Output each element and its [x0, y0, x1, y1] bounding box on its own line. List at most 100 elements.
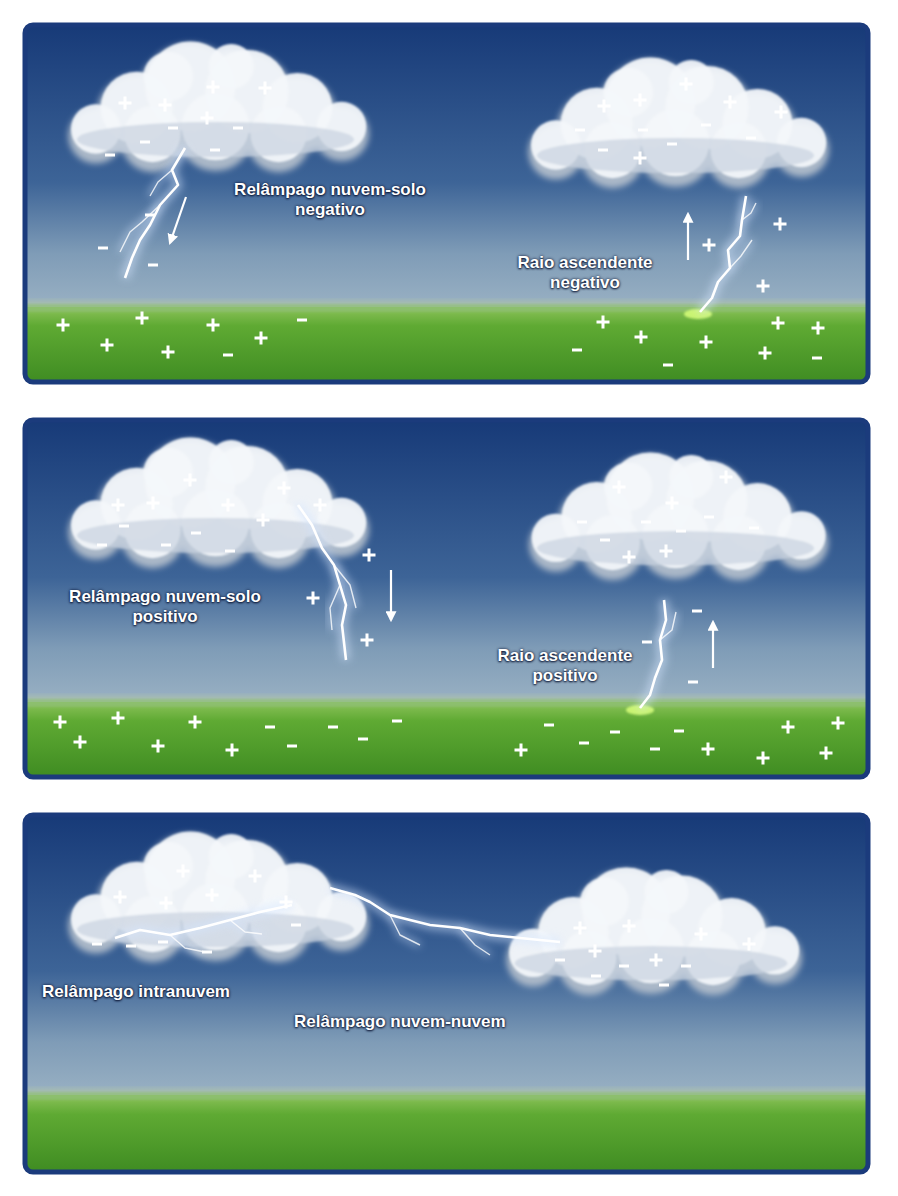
bolt-stroke — [330, 888, 560, 942]
positive-charge — [257, 514, 270, 527]
positive-charge — [314, 499, 327, 512]
cloud-body — [71, 832, 366, 953]
positive-charge — [589, 945, 602, 958]
bolt-glow — [640, 600, 666, 708]
negative-charge — [619, 965, 629, 968]
grass-ground — [25, 1095, 868, 1172]
positive-charge — [703, 239, 716, 252]
negative-charge — [575, 129, 585, 132]
bolt-stroke — [120, 205, 160, 252]
negative-charge — [591, 975, 601, 978]
cloud-body — [531, 58, 826, 179]
negative-charge — [577, 521, 587, 524]
positive-charge — [757, 280, 770, 293]
bolt-stroke — [460, 928, 490, 955]
positive-charge — [680, 78, 693, 91]
bolt-stroke — [230, 920, 262, 934]
cloud-puff — [669, 455, 713, 499]
positive-charge — [650, 954, 663, 967]
scene-content — [25, 815, 868, 1172]
horizon-line — [25, 699, 868, 707]
sky — [25, 25, 868, 311]
bolt-stroke — [115, 905, 292, 938]
negative-charge — [812, 357, 822, 360]
negative-charge — [161, 544, 171, 547]
negative-charge — [297, 319, 307, 322]
negative-charge — [265, 726, 275, 729]
cloud-puff — [144, 842, 194, 892]
positive-charge — [206, 889, 219, 902]
bolt-stroke — [660, 612, 676, 640]
positive-charge — [634, 152, 647, 165]
scene-panel — [15, 815, 878, 1172]
direction-arrow — [390, 570, 392, 620]
positive-charge — [772, 317, 785, 330]
direction-arrow — [170, 197, 186, 243]
sky — [25, 815, 868, 1099]
positive-charge — [757, 752, 770, 765]
positive-charge — [363, 549, 376, 562]
positive-charge — [177, 865, 190, 878]
bolt-glow — [170, 935, 205, 952]
bolt-glow — [120, 205, 160, 252]
bolt-glow — [150, 170, 172, 196]
type-label: Relâmpago nuvem-solo negativo — [215, 180, 445, 221]
positive-charge — [101, 339, 114, 352]
cloud-base — [515, 946, 788, 980]
cloud — [528, 58, 829, 189]
positive-charge — [720, 471, 733, 484]
lightning-bolt — [298, 505, 356, 660]
positive-charge — [54, 716, 67, 729]
cloud-base — [77, 912, 354, 947]
positive-charge — [820, 747, 833, 760]
lightning-bolt — [120, 148, 185, 278]
positive-charge — [222, 499, 235, 512]
negative-charge — [168, 127, 178, 130]
cloud-puff — [209, 440, 254, 485]
grass-ground — [25, 307, 868, 382]
negative-charge — [148, 264, 158, 267]
negative-charge — [600, 539, 610, 542]
negative-charge — [97, 544, 107, 547]
negative-charge — [572, 349, 582, 352]
positive-charge — [74, 736, 87, 749]
scene-content — [25, 25, 868, 382]
positive-charge — [207, 319, 220, 332]
positive-charge — [635, 331, 648, 344]
type-label: Raio ascendente negativo — [505, 253, 665, 294]
cloud-shade — [529, 455, 828, 581]
cloud-shade — [506, 870, 801, 996]
type-label: Raio ascendente positivo — [485, 646, 645, 687]
bolt-stroke — [298, 505, 346, 660]
cloud-puff — [645, 870, 689, 914]
cloud-puff — [604, 68, 654, 118]
positive-charge — [112, 712, 125, 725]
cloud-puff — [209, 834, 254, 879]
positive-charge — [623, 920, 636, 933]
type-label: Relâmpago intranuvem — [42, 982, 230, 1002]
positive-charge — [57, 319, 70, 332]
positive-charge — [226, 744, 239, 757]
bolt-glow — [700, 196, 746, 312]
scene-panel — [15, 25, 878, 382]
cloud — [506, 867, 801, 995]
negative-charge — [579, 742, 589, 745]
positive-charge — [189, 716, 202, 729]
positive-charge — [759, 347, 772, 360]
negative-charge — [145, 214, 155, 217]
positive-charge — [515, 744, 528, 757]
positive-charge — [660, 545, 673, 558]
negative-charge — [92, 943, 102, 946]
lightning-bolt — [640, 600, 676, 708]
cloud-body — [532, 452, 826, 570]
positive-charge — [623, 551, 636, 564]
positive-charge — [634, 94, 647, 107]
type-label: Relâmpago nuvem-nuvem — [294, 1012, 506, 1032]
bolt-stroke — [334, 565, 356, 608]
cloud — [68, 42, 369, 173]
negative-charge — [692, 610, 702, 613]
bolt-stroke — [125, 148, 185, 278]
positive-charge — [278, 482, 291, 495]
bolt-stroke — [150, 170, 172, 196]
negative-charge — [126, 945, 136, 948]
